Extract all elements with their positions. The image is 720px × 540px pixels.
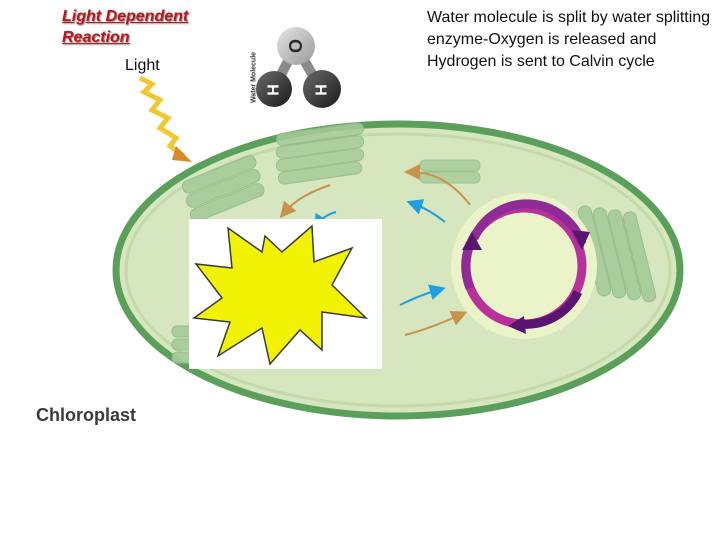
calvin-cycle-arrow-top <box>469 199 587 246</box>
lightning-arrowhead <box>172 146 192 162</box>
oxygen-atom <box>277 27 315 65</box>
oxygen-symbol: O <box>286 39 306 53</box>
calvin-cycle-arrow-left <box>461 242 475 290</box>
orange-arrow-bottom <box>404 310 468 336</box>
calvin-cycle-arrowhead-left <box>462 232 482 250</box>
calvin-cycle-arrow-bottom <box>519 289 583 329</box>
hydrogen-symbol-right: H <box>314 84 331 96</box>
description-text: Water molecule is split by water splitti… <box>427 9 711 70</box>
starburst <box>191 224 369 366</box>
blue-arrow-top <box>406 199 446 223</box>
orange-arrow-top <box>404 164 471 206</box>
blue-arrow-bottom <box>399 284 446 306</box>
lightning-bolt <box>138 75 186 159</box>
granum-stack-right <box>577 205 657 303</box>
water-molecule-label: Water Molecule <box>250 51 258 104</box>
calvin-cycle-arrowhead-right <box>572 230 590 250</box>
granum-stack-top-left <box>181 155 265 222</box>
hydrogen-atom-left <box>256 71 292 107</box>
calvin-cycle-arrowhead-bottom <box>508 316 526 334</box>
stroma-inner <box>124 132 672 408</box>
chloroplast-label: Chloroplast <box>36 405 137 425</box>
granum-stack-top-right <box>419 159 481 184</box>
page-title: Light Dependent Reaction <box>62 8 189 46</box>
hydrogen-symbol-left: H <box>266 84 283 96</box>
water-molecule: O H H <box>256 27 341 108</box>
orange-arrow-left <box>279 184 331 219</box>
hydrogen-atom-right <box>303 70 341 108</box>
calvin-cycle-area <box>451 193 597 339</box>
granum-stack-top <box>275 122 365 185</box>
light-label: Light <box>125 57 160 74</box>
